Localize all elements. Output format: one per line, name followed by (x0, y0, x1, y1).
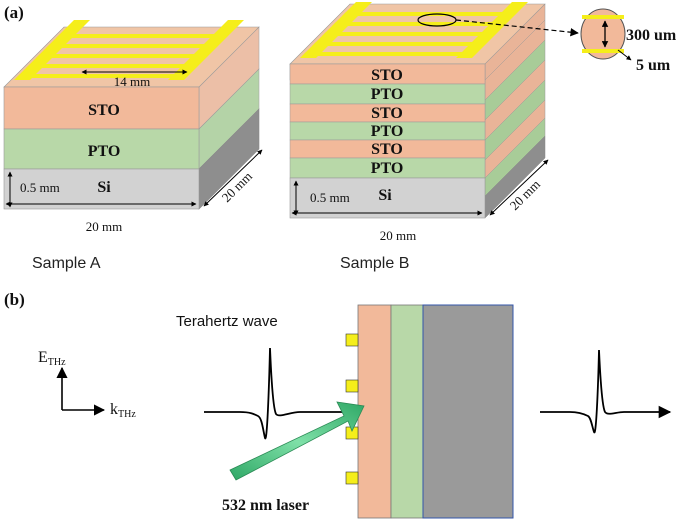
sample-b-layer-label-6: PTO (371, 160, 404, 177)
sample-b-caption: Sample B (340, 255, 409, 272)
sample-b-layer-label-3: STO (371, 105, 403, 122)
terahertz-wave-label: Terahertz wave (176, 313, 278, 330)
sample-a-width-dim: 20 mm (86, 219, 122, 234)
sample-b-thickness-dim: 0.5 mm (310, 190, 350, 205)
k-axis-label: kTHz (110, 401, 136, 420)
sample-b-width-dim: 20 mm (380, 228, 416, 243)
electrode-pad-4 (345, 471, 359, 485)
laser-label: 532 nm laser (222, 497, 309, 514)
panel-b-si-layer (422, 304, 514, 519)
panel-b-sto-layer (357, 304, 392, 519)
sample-b-zoom-leader (455, 19, 579, 37)
panel-b-pto-layer (390, 304, 424, 519)
panel-b-label: (b) (4, 290, 25, 309)
sample-b-layer-label-5: STO (371, 141, 403, 158)
sample-b-layer-label-1: STO (371, 67, 403, 84)
sample-b-diagram: STO PTO STO PTO STO PTO Si 0.5 mm 20 mm … (289, 2, 579, 272)
zoom-width-label: 5 um (636, 57, 671, 74)
sample-a-pto-layer (3, 128, 200, 170)
panel-b-sample (345, 304, 514, 519)
sample-a-sto-layer (3, 86, 200, 130)
laser-beam (229, 401, 365, 481)
sample-a-si-label: Si (97, 179, 111, 196)
sample-a-diagram: STO PTO Si 14 mm 0.5 mm 20 mm 20 mm Samp… (3, 20, 263, 272)
sample-a-depth-arrow (203, 149, 263, 207)
sample-a-caption: Sample A (32, 255, 101, 272)
sample-a-electrodes (14, 20, 244, 80)
field-axes: ETHz kTHz (38, 349, 136, 420)
incoming-thz-pulse (204, 347, 352, 440)
sample-a-top-dim: 14 mm (114, 74, 150, 89)
sample-b-depth-arrow (489, 159, 549, 216)
electrode-pad-1 (345, 333, 359, 347)
sample-b-si-label: Si (378, 187, 392, 204)
sample-a-sto-label: STO (88, 102, 120, 119)
zoom-inset: 300 um 5 um (580, 8, 677, 74)
sample-b-layer-label-4: PTO (371, 123, 404, 140)
sample-a-pto-label: PTO (88, 143, 121, 160)
zoom-width-pointer (617, 49, 632, 61)
sample-a-thickness-dim: 0.5 mm (20, 180, 60, 195)
panel-a-label: (a) (4, 3, 24, 22)
sample-b-layer-label-2: PTO (371, 86, 404, 103)
e-axis-label: ETHz (38, 349, 66, 368)
electrode-pad-2 (345, 379, 359, 393)
outgoing-thz-pulse (540, 349, 672, 434)
zoom-spacing-label: 300 um (626, 27, 677, 44)
sample-b-electrodes (300, 2, 528, 58)
